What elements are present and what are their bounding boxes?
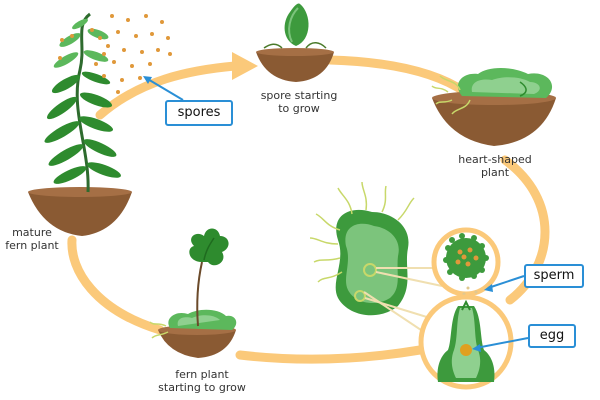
label-line: mature bbox=[12, 226, 52, 239]
label-line: starting to grow bbox=[158, 381, 246, 394]
spores-pointer bbox=[145, 77, 184, 101]
soil-icon bbox=[256, 52, 334, 82]
fern-icon bbox=[189, 228, 229, 266]
label-line: spore starting bbox=[260, 89, 338, 102]
soil-icon bbox=[158, 330, 236, 358]
fern-icon bbox=[44, 12, 122, 193]
soil-icon bbox=[28, 192, 132, 236]
label-line: plant bbox=[480, 166, 510, 179]
label-line: to grow bbox=[278, 102, 320, 115]
label-fern-plant-starting-to-grow: fern plant starting to grow bbox=[152, 368, 252, 394]
soil-icon bbox=[432, 98, 556, 146]
label-line: heart-shaped bbox=[458, 153, 532, 166]
spore-icon bbox=[94, 14, 172, 94]
cycle-ring bbox=[67, 55, 550, 364]
spore-starting-to-grow bbox=[256, 3, 334, 82]
sperm-pointer bbox=[487, 275, 525, 289]
fern-plant-starting-to-grow bbox=[149, 228, 237, 358]
callout-egg: egg bbox=[528, 324, 576, 348]
heart-shaped-plant bbox=[431, 68, 556, 146]
label-mature-fern-plant: mature fern plant bbox=[2, 226, 62, 252]
label-spore-starting-to-grow: spore starting to grow bbox=[254, 89, 344, 115]
antheridium-circle bbox=[431, 227, 501, 297]
callout-sperm: sperm bbox=[524, 264, 584, 288]
label-line: fern plant bbox=[5, 239, 59, 252]
gametophyte-detail bbox=[309, 181, 443, 337]
mature-fern-plant bbox=[28, 12, 132, 236]
archegonium-circle bbox=[418, 294, 514, 390]
callout-spores: spores bbox=[165, 100, 233, 126]
label-heart-shaped-plant: heart-shaped plant bbox=[450, 153, 540, 179]
label-line: fern plant bbox=[175, 368, 229, 381]
egg-pointer bbox=[475, 337, 529, 349]
cycle-arrowhead-icon bbox=[232, 52, 258, 80]
